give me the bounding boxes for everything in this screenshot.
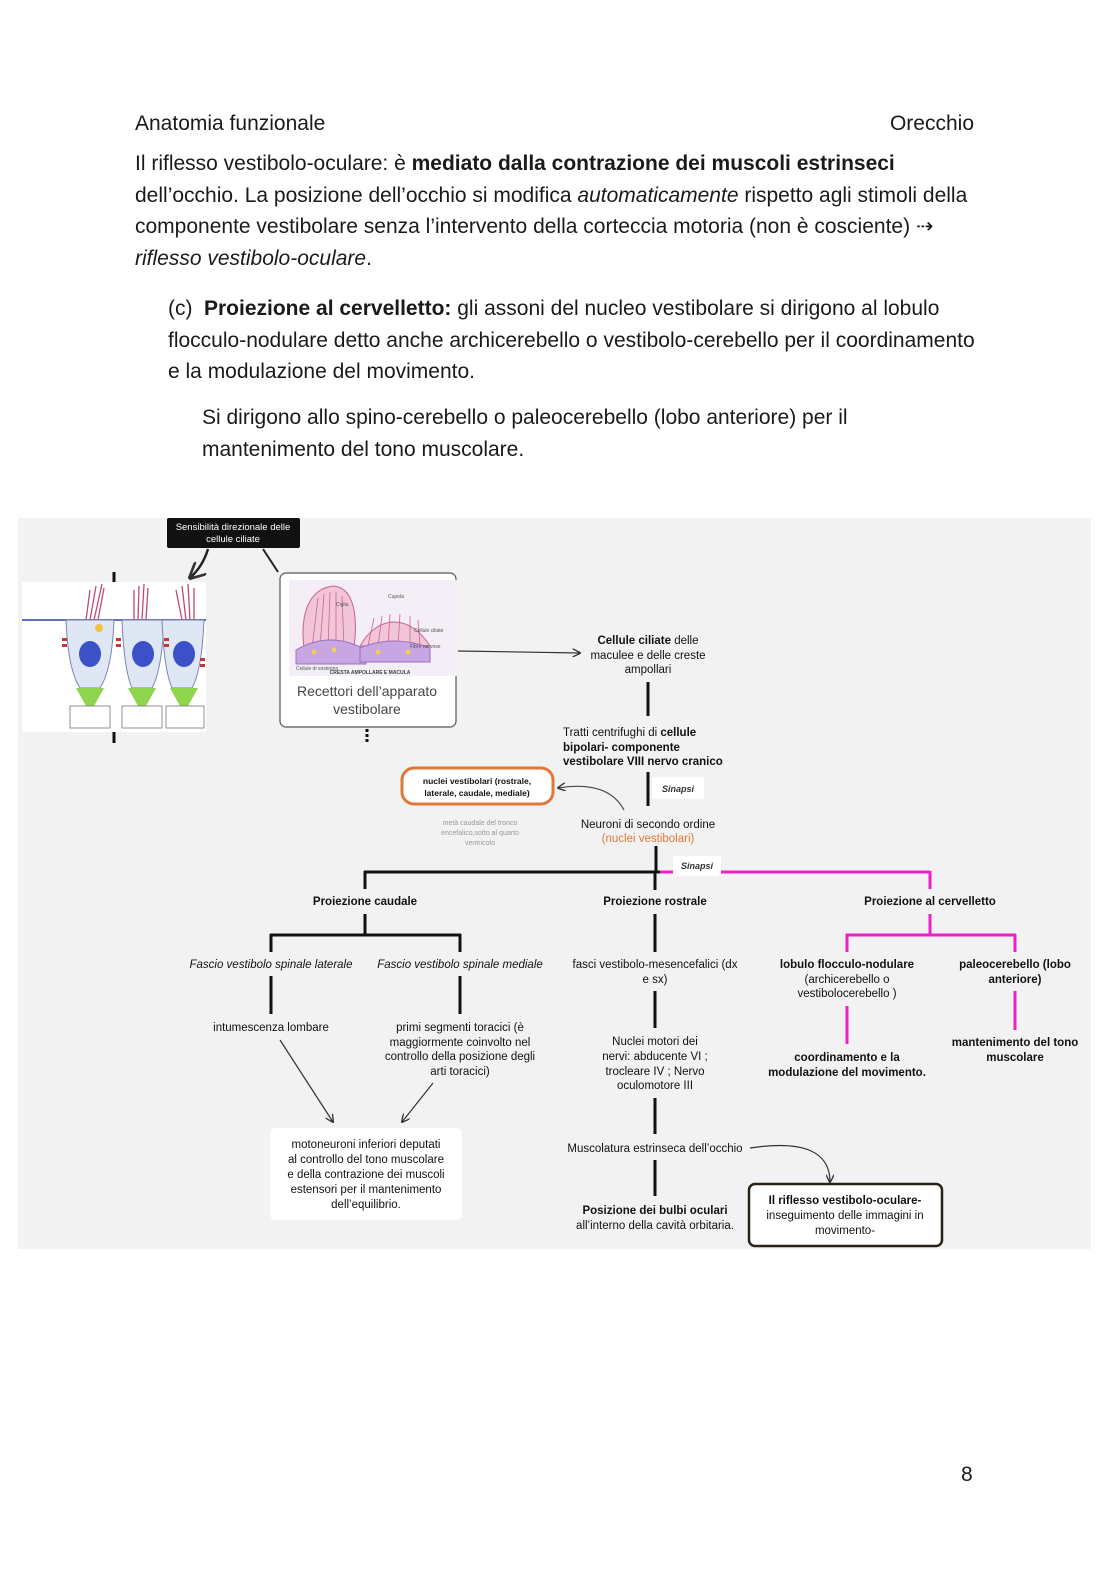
lobulo-line1: lobulo flocculo-nodulare	[780, 959, 914, 971]
sens-line-right	[262, 548, 279, 573]
primi-segmenti-line2: maggiormente coinvolto nel	[390, 1037, 531, 1049]
rec-label-fibre: Fibre nervose	[410, 644, 441, 650]
motoneuroni-box	[270, 1128, 462, 1220]
coord-line1: coordinamento e la	[794, 1052, 900, 1064]
receptor-illustration: CRESTA AMPOLLARE E MACULA Cupola Ciglia …	[289, 580, 457, 676]
arrow-receptor-to-cellule	[457, 651, 580, 653]
posizione-line1: Posizione dei bulbi oculari	[582, 1205, 727, 1217]
header-topic: Orecchio	[889, 112, 974, 135]
vestibular-pathway-diagram: Sensibilità direzionale delle cellule ci…	[18, 518, 1091, 1249]
posizione-line2: all’interno della cavità orbitaria.	[576, 1220, 734, 1232]
arrow-primi-segmenti	[402, 1082, 434, 1122]
rec-label-sostegno: Cellule di sostegno	[296, 666, 338, 672]
rec-label-cupola: Cupola	[388, 594, 404, 600]
receptor-caption-line1: Recettori dell’apparato	[297, 683, 437, 699]
paleo-line1: paleocerebello (lobo	[959, 959, 1071, 971]
nuclei-box-line1: nuclei vestibolari (rostrale,	[423, 776, 531, 786]
riflesso-box	[747, 1182, 944, 1248]
nuclei-box-line2: laterale, caudale, mediale)	[424, 788, 530, 798]
arrow-neuroni-to-nuclei	[558, 786, 625, 811]
paragraph-proiezione-cervelletto: (c)Proiezione al cervelletto: gli assoni…	[168, 293, 983, 388]
list-label: (c)	[168, 297, 193, 320]
fascio-mediale: Fascio vestibolo spinale mediale	[377, 959, 543, 971]
hair-cells-illustration	[22, 572, 206, 743]
nuclei-motori-line2: nervi: abducente VI ;	[602, 1051, 707, 1063]
nuclei-vestibolari-box	[400, 766, 555, 806]
cellule-ciliate-line2: maculee e delle creste	[590, 650, 705, 662]
nuclei-note-line2: encefalico,sotto al quarto	[441, 830, 519, 837]
mant-line2: muscolare	[986, 1052, 1044, 1064]
sinapsi-label-box-1	[652, 777, 704, 799]
paleo-line2: anteriore)	[988, 974, 1041, 986]
arrow-muscolatura-to-riflesso	[749, 1144, 830, 1182]
lobulo-line2: (archicerebello o	[804, 974, 889, 986]
motoneuroni-line3: e della contrazione dei muscoli	[287, 1169, 444, 1181]
tratti-line3: vestibolare VIII nervo cranico	[563, 756, 723, 768]
motoneuroni-line5: dell’equilibrio.	[331, 1199, 401, 1211]
rec-label-cellule: Cellule ciliate	[414, 628, 444, 634]
riflesso-line3: movimento-	[815, 1225, 875, 1237]
intumescenza: intumescenza lombare	[213, 1022, 329, 1034]
motoneuroni-line4: estensori per il mantenimento	[291, 1184, 442, 1196]
paragraph-riflesso: Il riflesso vestibolo-oculare: è mediato…	[135, 152, 968, 270]
motoneuroni-line1: motoneuroni inferiori deputati	[292, 1139, 441, 1151]
sens-label-line2: cellule ciliate	[206, 534, 260, 545]
proj-cervelletto: Proiezione al cervelletto	[864, 896, 996, 908]
primi-segmenti-line3: controllo della posizione degli	[385, 1051, 535, 1063]
motoneuroni-line2: al controllo del tono muscolare	[288, 1154, 444, 1166]
cellule-ciliate-line1: Cellule ciliate delle	[597, 635, 698, 647]
second-order-line2: (nuclei vestibolari)	[602, 833, 695, 845]
page-number: 8	[961, 1463, 973, 1486]
sens-arrow-left	[190, 548, 210, 578]
second-order-line1: Neuroni di secondo ordine	[581, 819, 715, 831]
sinapsi-label-1: Sinapsi	[662, 784, 695, 794]
sens-label-line1: Sensibilità direzionale delle	[176, 522, 291, 533]
fasci-mes-line2: e sx)	[643, 974, 668, 986]
rec-label-ciglia: Ciglia	[336, 602, 349, 608]
sens-label-box	[167, 518, 300, 548]
coord-line2: modulazione del movimento.	[768, 1067, 926, 1079]
sinapsi-label-2: Sinapsi	[681, 861, 714, 871]
nuclei-note-line3: ventricolo	[465, 840, 495, 847]
proj-caudale: Proiezione caudale	[313, 896, 417, 908]
mant-line1: mantenimento del tono	[952, 1037, 1079, 1049]
header-subject: Anatomia funzionale	[135, 112, 326, 135]
nuclei-motori-line3: trocleare IV ; Nervo	[605, 1066, 704, 1078]
muscolatura: Muscolatura estrinseca dell’occhio	[567, 1143, 742, 1155]
primi-segmenti-line1: primi segmenti toracici (è	[396, 1022, 524, 1034]
fasci-mes-line1: fasci vestibolo-mesencefalici (dx	[573, 959, 738, 971]
riflesso-line2: inseguimento delle immagini in	[766, 1210, 923, 1222]
lobulo-line3: vestibolocerebello )	[797, 988, 896, 1000]
riflesso-line1: Il riflesso vestibolo-oculare-	[769, 1195, 922, 1207]
sinapsi-label-box-2	[673, 856, 721, 876]
receptor-caption-line2: vestibolare	[333, 701, 401, 717]
tratti-line1: Tratti centrifughi di cellule	[563, 727, 696, 739]
arrow-intumescenza	[279, 1039, 333, 1122]
paragraph-spino-cerebello: Si dirigono allo spino-cerebello o paleo…	[202, 406, 848, 461]
tratti-line2: bipolari- componente	[563, 742, 680, 754]
primi-segmenti-line4: arti toracici)	[430, 1066, 490, 1078]
nuclei-motori-line1: Nuclei motori dei	[612, 1036, 698, 1048]
rec-label-cresta: CRESTA AMPOLLARE E MACULA	[330, 670, 411, 676]
fascio-laterale: Fascio vestibolo spinale laterale	[189, 959, 352, 971]
nuclei-note-line1: metà caudale del tronco	[443, 820, 518, 827]
proj-rostrale: Proiezione rostrale	[603, 896, 707, 908]
cellule-ciliate-line3: ampollari	[625, 664, 672, 676]
nuclei-motori-line4: oculomotore III	[617, 1080, 693, 1092]
diagram-canvas: Sensibilità direzionale delle cellule ci…	[22, 518, 1079, 1248]
